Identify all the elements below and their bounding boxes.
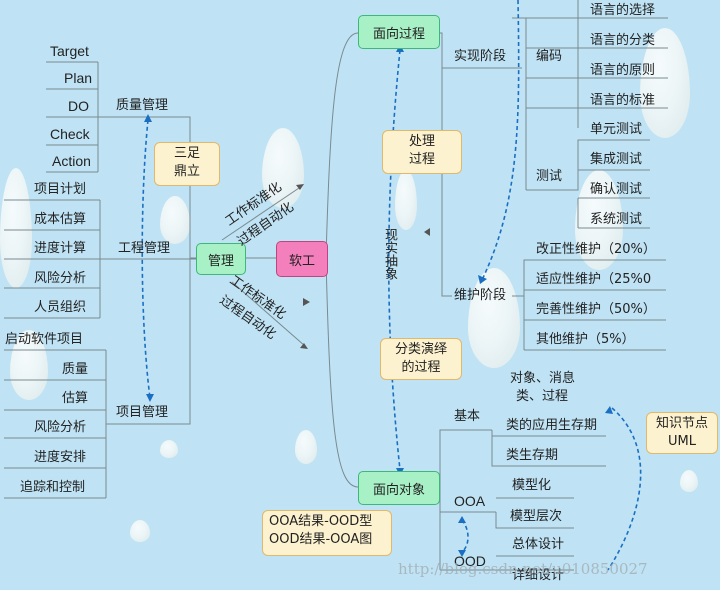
water-drop — [295, 430, 317, 464]
water-drop — [395, 170, 417, 230]
engineering-management-label: 工程管理 — [118, 241, 171, 256]
engineering-item: 风险分析 — [34, 271, 87, 286]
water-drop — [0, 168, 32, 288]
basic-item: 对象、消息 — [510, 371, 576, 386]
reality-abstraction-label: 现实抽象 — [382, 228, 397, 280]
quality-item: Plan — [64, 70, 93, 86]
management-node: 管理 — [196, 243, 246, 275]
project-item: 质量 — [62, 362, 89, 377]
water-drop — [575, 170, 623, 270]
water-drop — [10, 330, 48, 400]
maintenance-label: 维护阶段 — [454, 288, 507, 303]
quality-item: DO — [68, 98, 89, 114]
ood-label: OOD — [454, 553, 486, 569]
basic-item: 类、过程 — [516, 389, 569, 404]
project-item: 估算 — [62, 391, 89, 406]
callout-line: 知识节点 — [655, 416, 708, 431]
water-drop — [130, 520, 150, 542]
callout-ooa-ood-results: OOA结果-OOD型 OOD结果-OOA图 — [262, 510, 392, 556]
object-oriented-node: 面向对象 — [358, 471, 440, 505]
water-drop — [262, 128, 304, 208]
quality-item: Check — [50, 126, 90, 142]
impl-phase-label: 实现阶段 — [454, 49, 507, 64]
engineering-item: 人员组织 — [34, 300, 87, 315]
quality-item: Target — [50, 43, 89, 59]
water-drop — [160, 196, 190, 244]
coding-item: 语言的分类 — [590, 33, 656, 48]
quality-item: Action — [52, 153, 91, 169]
project-item: 启动软件项目 — [5, 332, 84, 347]
callout-classify-deduce: 分类演绎 的过程 — [380, 338, 462, 380]
testing-item: 确认测试 — [590, 182, 643, 197]
callout-line: 分类演绎 — [394, 342, 447, 357]
callout-three-pillars: 三足 鼎立 — [154, 142, 220, 186]
basic-item: 类的应用生存期 — [506, 418, 598, 433]
ooa-label: OOA — [454, 493, 486, 509]
water-drop — [680, 470, 698, 492]
process-oriented-node: 面向过程 — [358, 15, 440, 49]
root-node: 软工 — [276, 241, 328, 277]
engineering-item: 项目计划 — [34, 182, 87, 197]
basic-label: 基本 — [454, 409, 481, 424]
ood-item: 总体设计 — [512, 537, 565, 552]
maintenance-item: 改正性维护（20%） — [536, 242, 656, 257]
testing-item: 集成测试 — [590, 152, 643, 167]
basic-item: 类生存期 — [506, 448, 559, 463]
engineering-item: 成本估算 — [34, 212, 87, 227]
maintenance-item: 适应性维护（25%0 — [536, 272, 652, 287]
coding-item: 语言的原则 — [590, 63, 656, 78]
project-management-label: 项目管理 — [116, 405, 169, 420]
testing-item: 单元测试 — [590, 122, 643, 137]
project-item: 风险分析 — [34, 420, 87, 435]
watermark-text: http://blog.csdn.net/u010850027 — [398, 560, 648, 578]
callout-line: 的过程 — [401, 360, 441, 375]
callout-line: 鼎立 — [173, 164, 200, 179]
water-drop — [160, 440, 178, 458]
coding-item: 语言的标准 — [590, 93, 656, 108]
water-drop — [468, 268, 520, 368]
callout-line: 处理 — [408, 134, 435, 149]
maintenance-item: 其他维护（5%） — [536, 332, 635, 347]
testing-label: 测试 — [536, 169, 563, 184]
callout-process: 处理 过程 — [382, 130, 462, 174]
callout-line: 过程 — [408, 152, 435, 167]
coding-label: 编码 — [536, 49, 563, 64]
callout-knowledge-uml: 知识节点 UML — [646, 412, 718, 454]
testing-item: 系统测试 — [590, 212, 643, 227]
coding-item: 语言的选择 — [590, 3, 656, 18]
callout-line: OOD结果-OOA图 — [269, 532, 373, 547]
water-drop — [640, 28, 690, 138]
quality-management-label: 质量管理 — [116, 98, 169, 113]
callout-line: UML — [668, 434, 696, 449]
ooa-item: 模型化 — [512, 478, 552, 493]
ood-item: 详细设计 — [512, 568, 565, 583]
callout-line: 三足 — [173, 146, 200, 161]
project-item: 追踪和控制 — [20, 480, 86, 495]
callout-line: OOA结果-OOD型 — [269, 514, 373, 529]
ooa-item: 模型层次 — [510, 509, 563, 524]
maintenance-item: 完善性维护（50%） — [536, 302, 656, 317]
engineering-item: 进度计算 — [34, 241, 87, 256]
project-item: 进度安排 — [34, 450, 87, 465]
